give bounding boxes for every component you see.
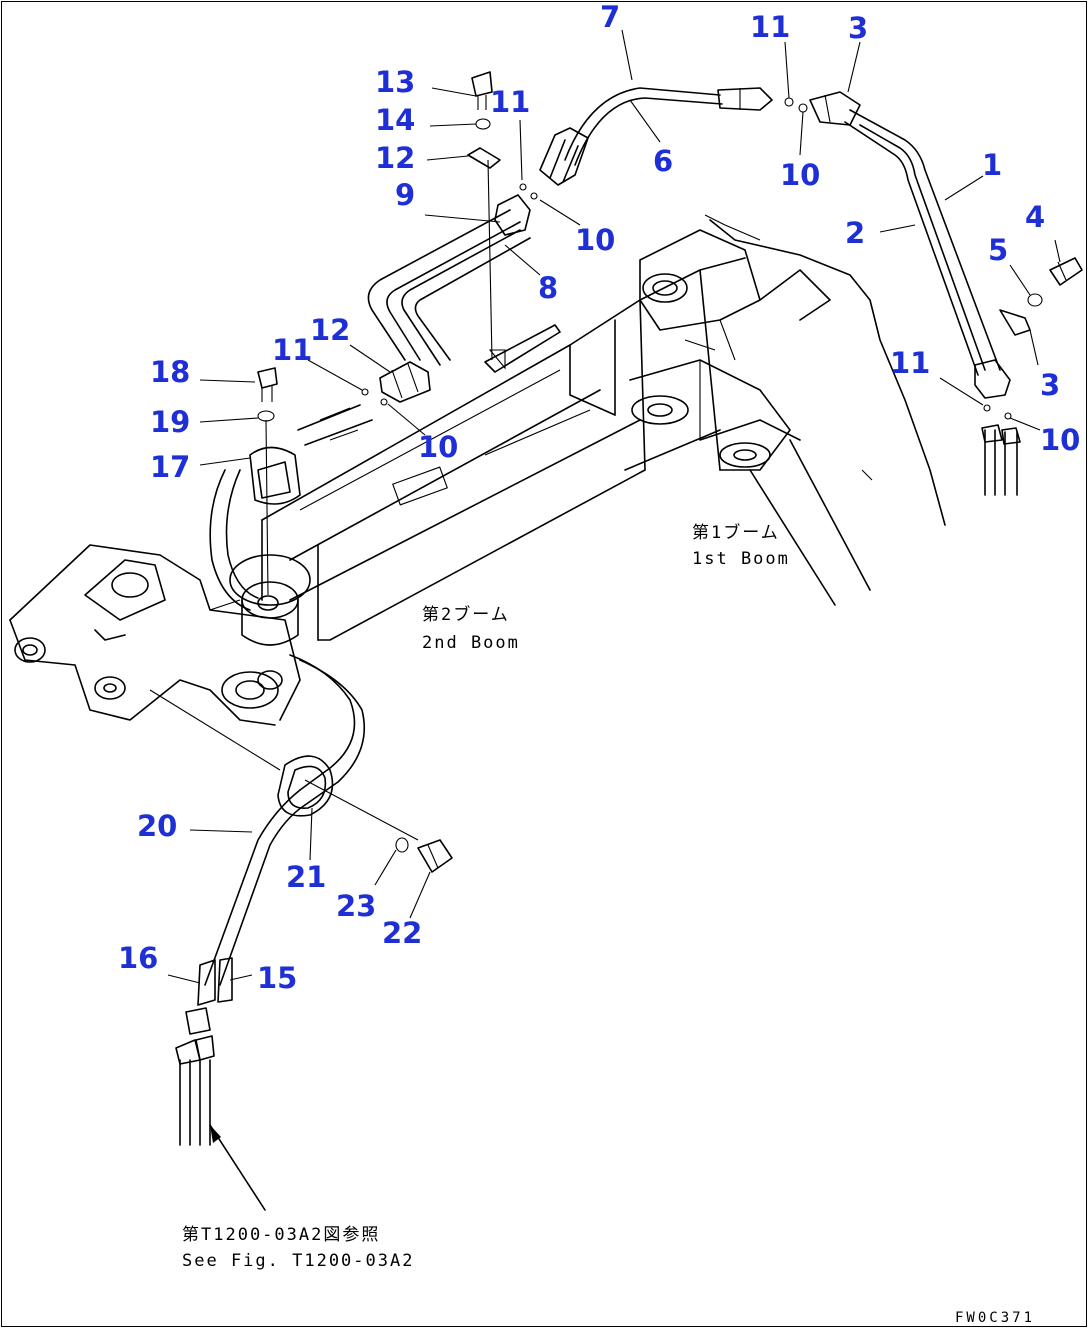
- callout-23: 23: [336, 889, 376, 923]
- see-fig-note-jp: 第T1200-03A2図参照: [182, 1225, 380, 1245]
- callout-19: 19: [150, 405, 190, 439]
- callout-20: 20: [137, 809, 177, 843]
- pipes-8-9: [367, 194, 531, 403]
- callout-14: 14: [375, 103, 415, 137]
- drawing-code: FW0C371: [955, 1310, 1035, 1326]
- callout-8: 8: [538, 271, 558, 305]
- callout-10: 10: [575, 223, 615, 257]
- pipes-1-2: [844, 109, 1083, 496]
- boom-foot-knuckle: [629, 214, 946, 606]
- second-boom-body: [261, 257, 746, 641]
- callout-10: 10: [780, 158, 820, 192]
- callout-3: 3: [1040, 368, 1060, 402]
- see-fig-arrow-head: [210, 1125, 221, 1143]
- second-boom-label-jp: 第2ブーム: [422, 604, 510, 625]
- second-boom-label-en: 2nd Boom: [422, 633, 520, 653]
- callout-2: 2: [845, 216, 865, 250]
- callout-5: 5: [988, 233, 1008, 267]
- callout-12: 12: [375, 141, 415, 175]
- callout-10: 10: [418, 430, 458, 464]
- text-notes: 第1ブーム 1st Boom 第2ブーム 2nd Boom 第T1200-03A…: [182, 522, 1035, 1326]
- callout-numbers: 7 11 3 13 11 14 12 6 10 1 9 2 10 4 5 8 1…: [118, 0, 1080, 995]
- callout-3: 3: [848, 11, 868, 45]
- callout-4: 4: [1025, 200, 1045, 234]
- o-rings: [361, 183, 1012, 420]
- callout-1: 1: [982, 148, 1002, 182]
- callout-21: 21: [286, 860, 326, 894]
- leader-lines: [167, 29, 1061, 984]
- see-fig-arrow-line: [209, 1124, 266, 1211]
- callout-18: 18: [150, 355, 190, 389]
- callout-15: 15: [257, 961, 297, 995]
- callout-9: 9: [395, 178, 415, 212]
- callout-10: 10: [1040, 423, 1080, 457]
- callout-6: 6: [653, 144, 673, 178]
- callout-11: 11: [750, 10, 790, 44]
- callout-22: 22: [382, 916, 422, 950]
- callout-7: 7: [600, 0, 620, 34]
- first-boom-label-en: 1st Boom: [692, 549, 790, 569]
- callout-11: 11: [490, 85, 530, 119]
- lower-pipe-assembly: [175, 755, 453, 1146]
- callout-12: 12: [310, 313, 350, 347]
- callout-13: 13: [375, 65, 415, 99]
- cylinder-boss: [229, 554, 311, 646]
- left-clamp-assembly: [209, 367, 373, 806]
- first-boom-label-jp: 第1ブーム: [692, 522, 780, 543]
- callout-11: 11: [890, 346, 930, 380]
- boom-tip-bracket: [9, 544, 301, 771]
- callout-16: 16: [118, 941, 158, 975]
- callout-17: 17: [150, 450, 190, 484]
- callout-11: 11: [272, 333, 312, 367]
- see-fig-note-en: See Fig. T1200-03A2: [182, 1251, 414, 1271]
- boom-marker: [861, 469, 873, 481]
- line-art: [9, 71, 1083, 1211]
- hoses-6-7: [539, 87, 861, 186]
